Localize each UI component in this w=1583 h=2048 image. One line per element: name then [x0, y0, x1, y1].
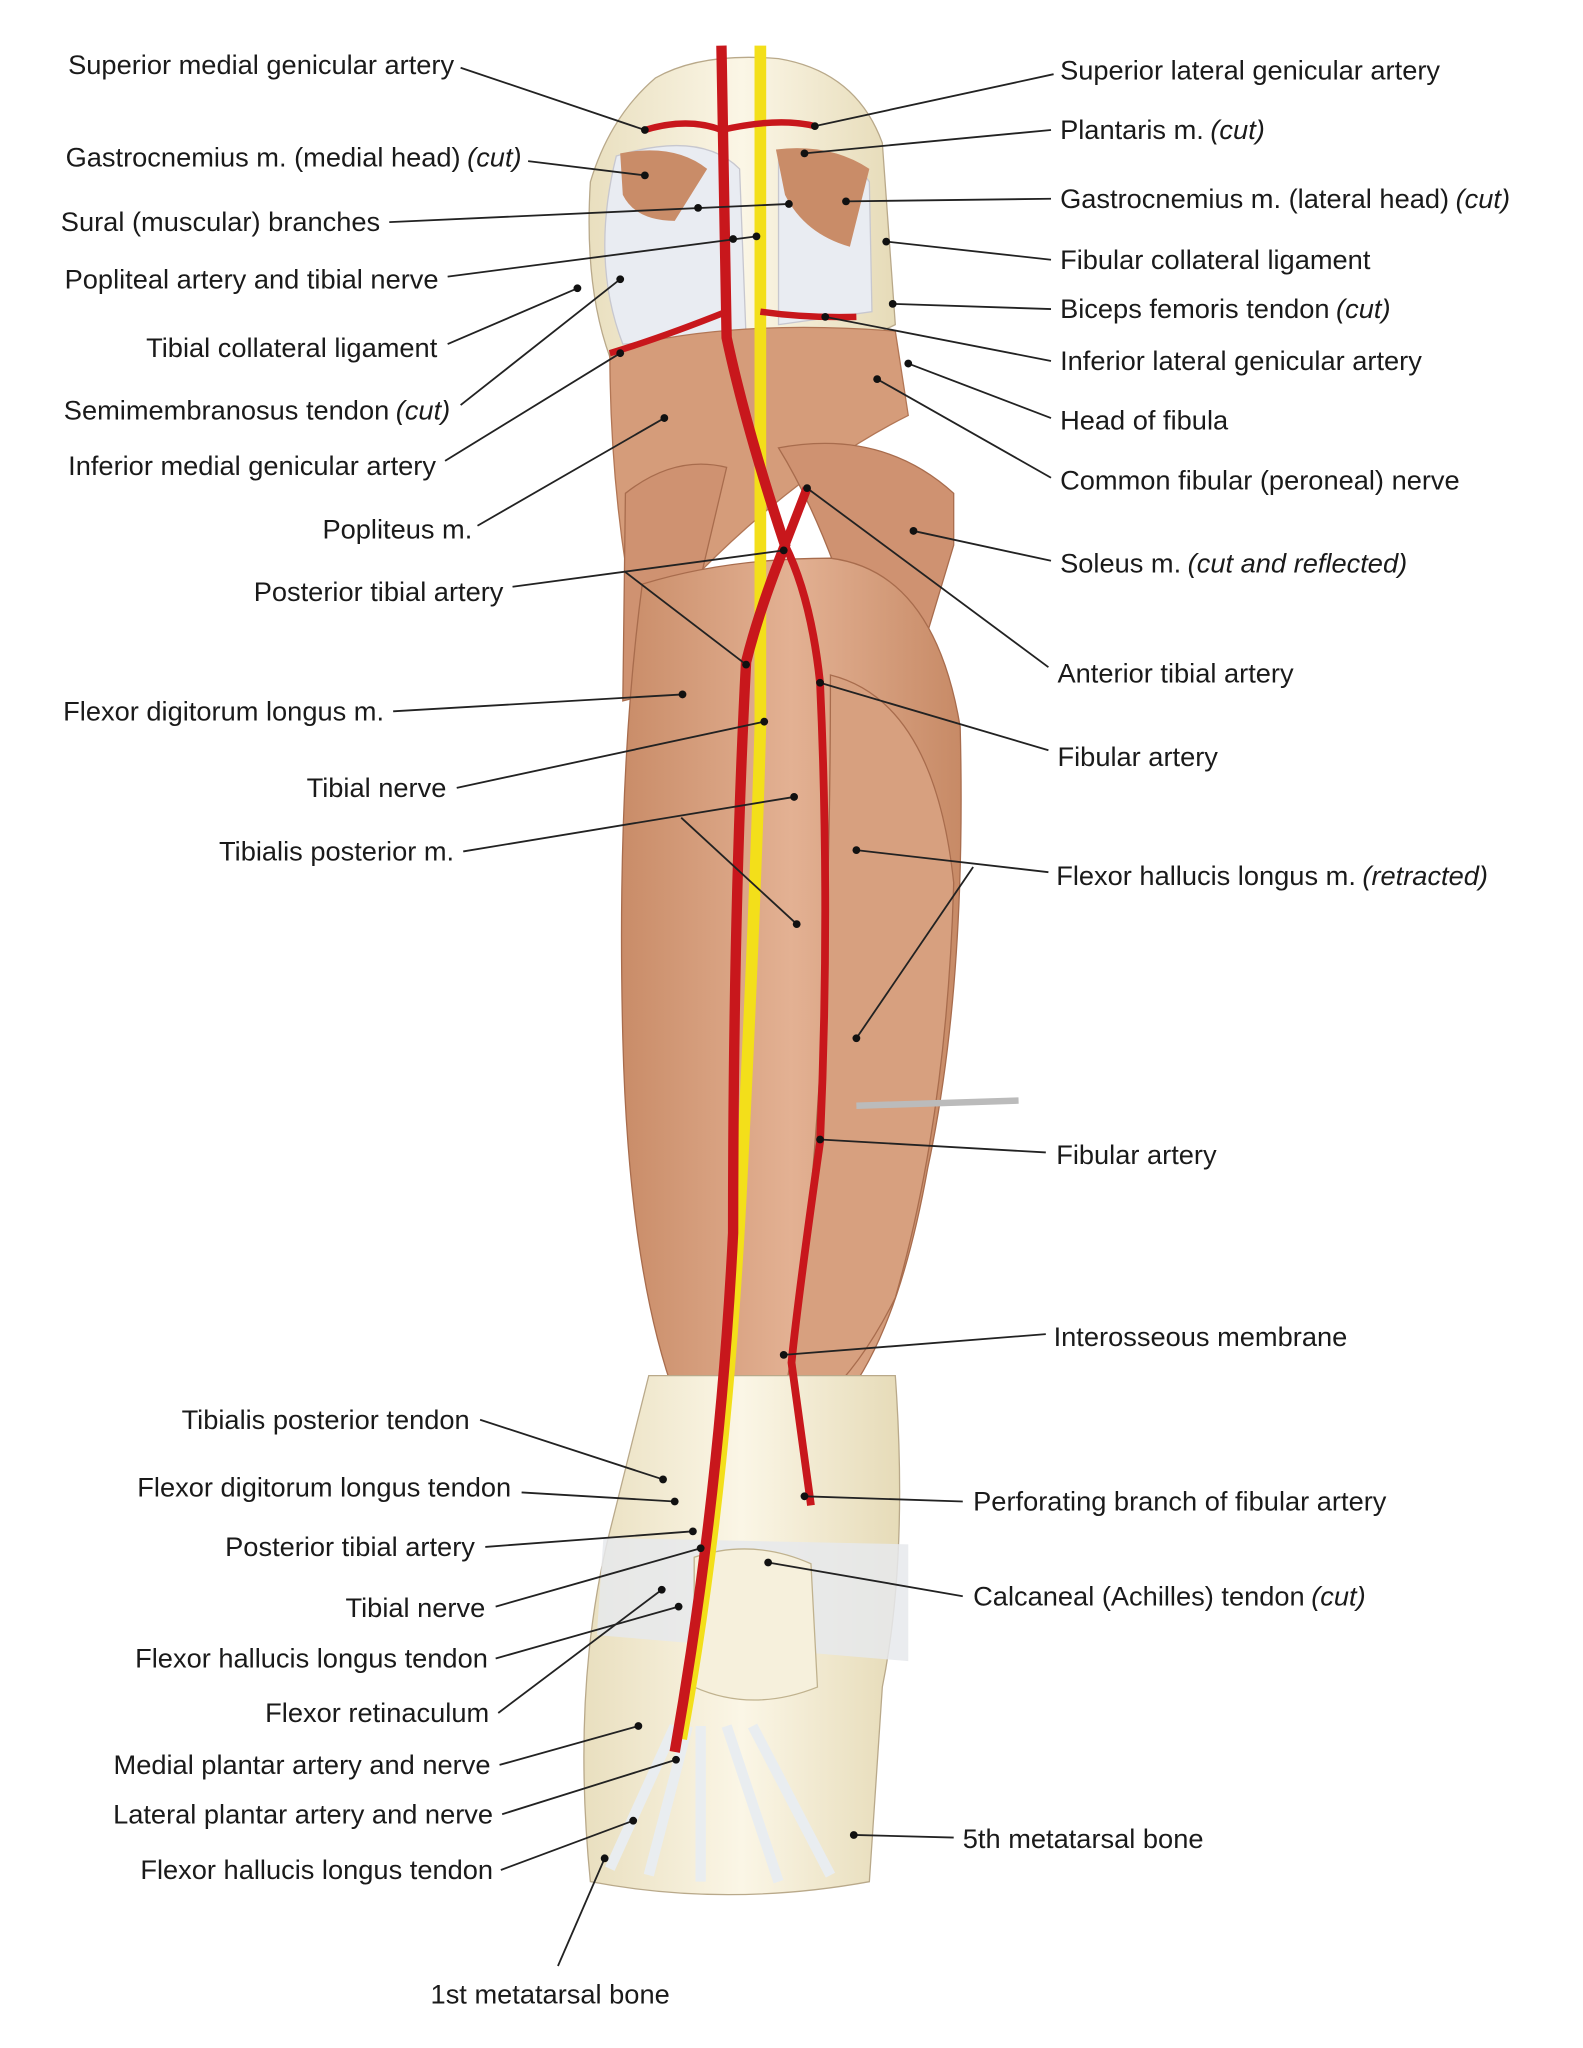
label-common-fibular-nerve: Common fibular (peroneal) nerve — [1060, 464, 1460, 495]
label-flexor-retinaculum: Flexor retinaculum — [265, 1697, 489, 1728]
label-5th-metatarsal-bone: 5th metatarsal bone — [963, 1823, 1204, 1854]
label-flexor-hallucis-longus: Flexor hallucis longus m.(retracted) — [1056, 860, 1488, 891]
label-superior-medial-genicular-artery: Superior medial genicular artery — [68, 49, 454, 80]
gastrocnemius-medial-head — [620, 150, 708, 221]
label-popliteal-artery-tibial-nerve: Popliteal artery and tibial nerve — [65, 263, 439, 294]
fibular-artery-vessel — [781, 543, 830, 1506]
label-1st-metatarsal-bone: 1st metatarsal bone — [431, 1979, 670, 2010]
label-biceps-femoris-tendon: Biceps femoris tendon(cut) — [1060, 293, 1390, 324]
label-popliteus: Popliteus m. — [322, 514, 472, 545]
label-sural-branches: Sural (muscular) branches — [61, 206, 380, 237]
anterior-tibial-artery-vessel — [780, 486, 812, 547]
retractor — [856, 1097, 1019, 1109]
foot-tendons — [605, 1723, 836, 1884]
label-lateral-plantar-artery-nerve: Lateral plantar artery and nerve — [113, 1798, 493, 1829]
label-medial-plantar-artery-nerve: Medial plantar artery and nerve — [114, 1749, 491, 1780]
label-anterior-tibial-artery: Anterior tibial artery — [1057, 658, 1294, 689]
label-flexor-digitorum-longus: Flexor digitorum longus m. — [63, 695, 384, 726]
popliteal-artery — [669, 45, 791, 1753]
label-tibialis-posterior-tendon: Tibialis posterior tendon — [182, 1404, 470, 1435]
label-calcaneal-tendon: Calcaneal (Achilles) tendon(cut) — [973, 1580, 1366, 1611]
label-tibial-nerve-lower: Tibial nerve — [346, 1592, 486, 1623]
label-fibular-collateral-ligament: Fibular collateral ligament — [1060, 244, 1371, 275]
label-superior-lateral-genicular-artery: Superior lateral genicular artery — [1060, 54, 1440, 85]
label-semimembranosus-tendon: Semimembranosus tendon(cut) — [64, 394, 450, 425]
label-tibial-nerve-upper: Tibial nerve — [307, 772, 447, 803]
label-posterior-tibial-artery-upper: Posterior tibial artery — [254, 576, 504, 607]
label-interosseous-membrane: Interosseous membrane — [1054, 1321, 1348, 1352]
label-inferior-lateral-genicular-artery: Inferior lateral genicular artery — [1060, 345, 1422, 376]
label-head-of-fibula: Head of fibula — [1060, 405, 1229, 436]
label-tibial-collateral-ligament: Tibial collateral ligament — [146, 332, 438, 363]
label-flexor-hallucis-longus-tendon-upper: Flexor hallucis longus tendon — [135, 1643, 488, 1674]
right-labels: Superior lateral genicular artery Planta… — [764, 54, 1510, 1854]
calcaneal-tendon — [693, 1548, 819, 1701]
label-tibialis-posterior: Tibialis posterior m. — [219, 836, 454, 867]
label-flexor-digitorum-longus-tendon: Flexor digitorum longus tendon — [137, 1471, 511, 1502]
left-labels: Superior medial genicular artery Gastroc… — [61, 49, 801, 2010]
label-gastrocnemius-lateral-head: Gastrocnemius m. (lateral head)(cut) — [1060, 183, 1510, 214]
gastrocnemius-lateral-head — [775, 148, 870, 247]
label-plantaris: Plantaris m.(cut) — [1060, 114, 1265, 145]
label-inferior-medial-genicular-artery: Inferior medial genicular artery — [68, 450, 436, 481]
label-posterior-tibial-artery-lower: Posterior tibial artery — [225, 1531, 475, 1562]
label-soleus: Soleus m.(cut and reflected) — [1060, 547, 1407, 578]
label-perforating-branch: Perforating branch of fibular artery — [973, 1486, 1387, 1517]
label-gastrocnemius-medial-head: Gastrocnemius m. (medial head)(cut) — [66, 141, 522, 172]
label-fibular-artery-lower: Fibular artery — [1056, 1139, 1217, 1170]
genicular-arteries — [608, 119, 857, 357]
label-flexor-hallucis-longus-tendon-lower: Flexor hallucis longus tendon — [140, 1854, 493, 1885]
label-fibular-artery-upper: Fibular artery — [1057, 741, 1218, 772]
